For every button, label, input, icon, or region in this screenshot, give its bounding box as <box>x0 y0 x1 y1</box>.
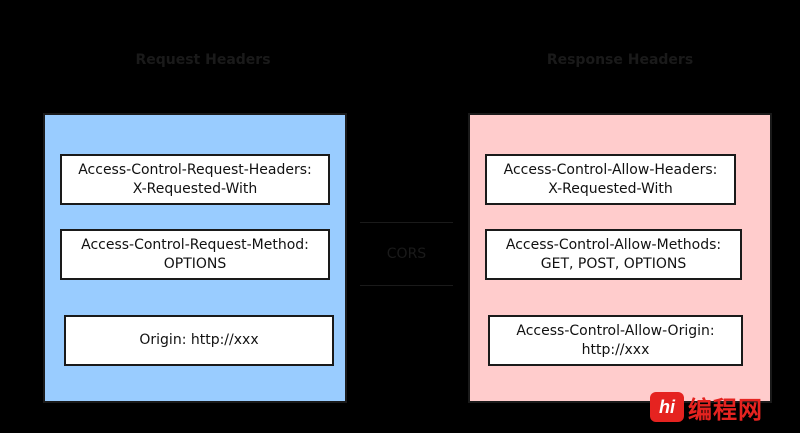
connector-line-bottom <box>360 285 453 286</box>
response-header-allow-headers: Access-Control-Allow-Headers: X-Requeste… <box>485 154 736 205</box>
header-value: GET, POST, OPTIONS <box>540 255 687 272</box>
header-name: Access-Control-Request-Headers: <box>78 161 312 178</box>
watermark-logo-text: 编程网 <box>688 395 763 424</box>
watermark-logo-icon: hi <box>650 392 684 422</box>
connector-line-top <box>360 222 453 223</box>
cors-label: CORS <box>386 246 427 262</box>
header-value: X-Requested-With <box>548 180 673 197</box>
request-headers-title: Request Headers <box>135 52 271 68</box>
header-name: Origin: http://xxx <box>139 332 259 348</box>
request-header-allow-headers: Access-Control-Request-Headers: X-Reques… <box>60 154 330 205</box>
header-name: Access-Control-Allow-Methods: <box>505 236 722 253</box>
header-value: X-Requested-With <box>132 180 258 197</box>
header-name: Access-Control-Request-Method: <box>81 236 309 253</box>
response-headers-title: Response Headers <box>546 52 694 68</box>
request-header-method: Access-Control-Request-Method: OPTIONS <box>60 229 330 280</box>
response-header-allow-origin: Access-Control-Allow-Origin: http://xxx <box>488 315 743 366</box>
site-watermark: hi 编程网 <box>650 389 763 425</box>
header-name: Access-Control-Allow-Origin: <box>516 322 715 339</box>
response-header-allow-methods: Access-Control-Allow-Methods: GET, POST,… <box>485 229 742 280</box>
request-header-origin: Origin: http://xxx <box>64 315 334 366</box>
header-value: http://xxx <box>581 341 650 358</box>
header-name: Access-Control-Allow-Headers: <box>503 161 718 178</box>
header-value: OPTIONS <box>163 255 227 272</box>
